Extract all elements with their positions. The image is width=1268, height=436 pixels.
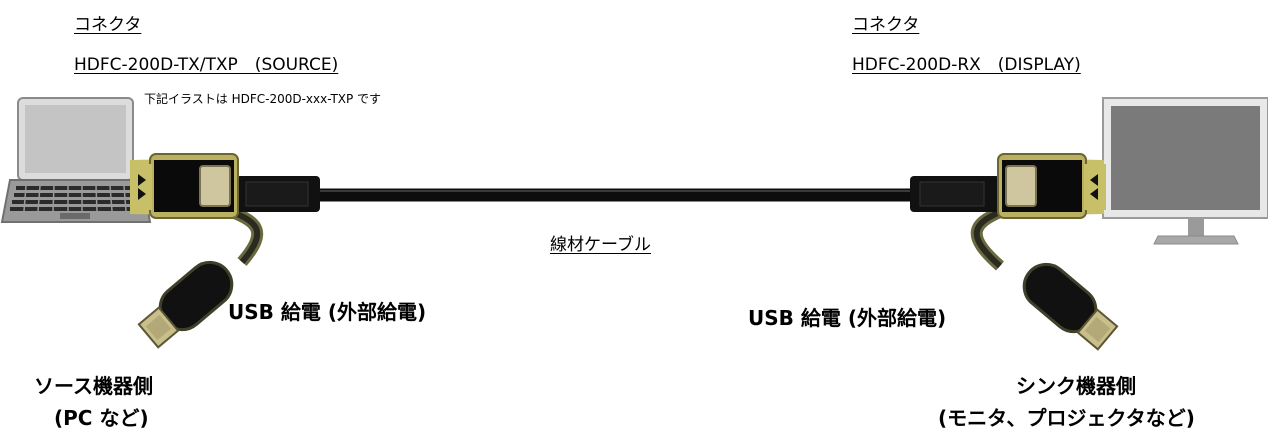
connector-rx-icon (910, 153, 1106, 271)
sink-device-sublabel: (モニタ、プロジェクタなど) (938, 406, 1195, 430)
left-connector-label: コネクタ (74, 15, 142, 35)
cable-label: 線材ケーブル (550, 235, 651, 255)
illustration-note: 下記イラストは HDFC-200D-xxx-TXP です (144, 92, 382, 106)
usb-plug-icon (137, 260, 234, 349)
sink-device-label: シンク機器側 (1016, 374, 1136, 398)
laptop-icon (0, 97, 152, 223)
right-connector-label: コネクタ (852, 15, 920, 35)
monitor-icon (1102, 97, 1268, 245)
source-device-sublabel: (PC など) (54, 406, 149, 430)
source-device-label: ソース機器側 (34, 374, 153, 398)
connector-tx-icon (130, 153, 320, 266)
right-model-label: HDFC-200D-RX (DISPLAY) (852, 55, 1081, 75)
left-usb-power-label: USB 給電 (外部給電) (228, 300, 427, 324)
right-usb-power-label: USB 給電 (外部給電) (748, 306, 947, 330)
left-model-label: HDFC-200D-TX/TXP (SOURCE) (74, 55, 339, 75)
usb-plug-icon (1022, 262, 1119, 351)
